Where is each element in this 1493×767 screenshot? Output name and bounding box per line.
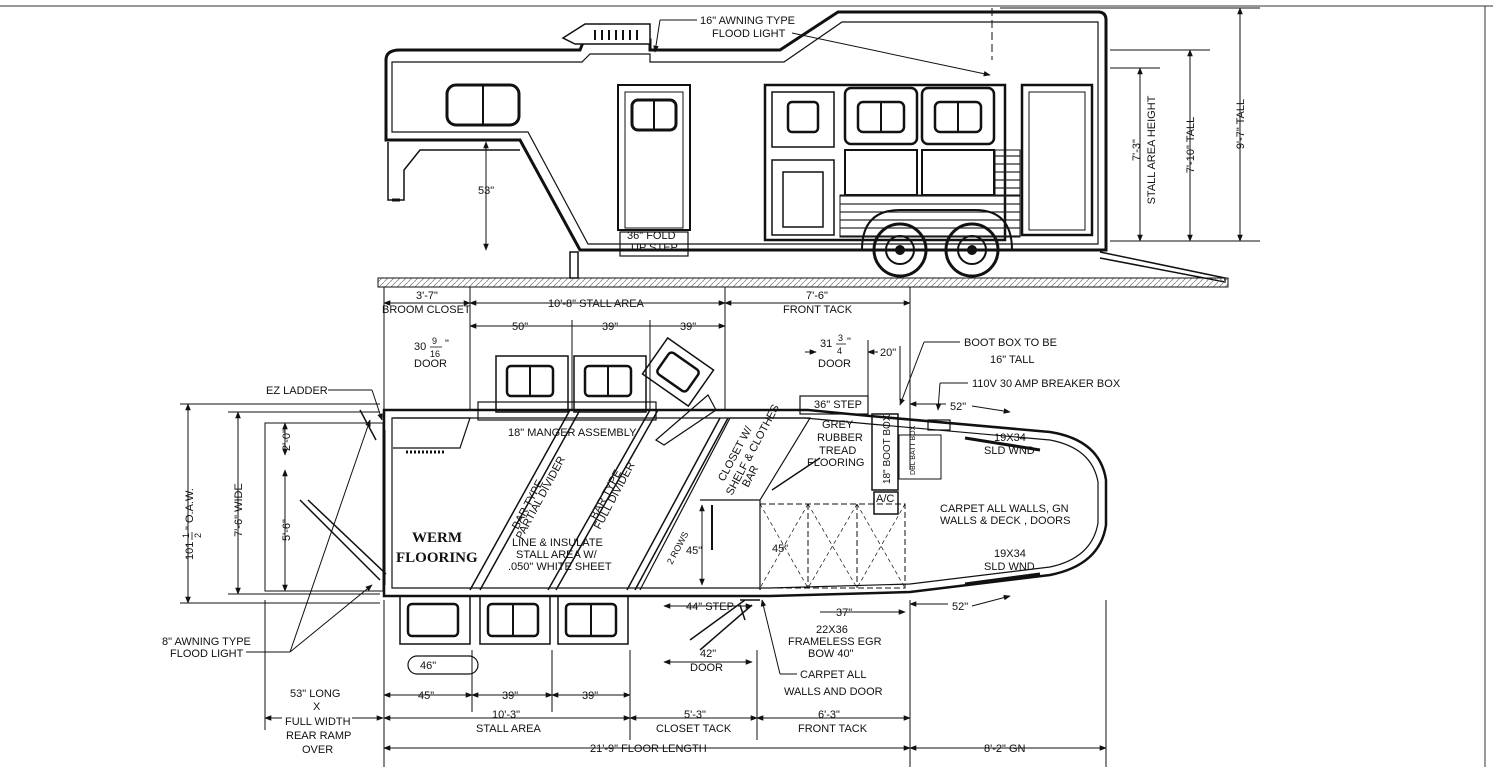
insulate-note-3: .050" WHITE SHEET: [508, 561, 612, 573]
manger-label: 18" MANGER ASSEMBLY: [508, 427, 637, 439]
rear-flood-1: 8" AWNING TYPE: [162, 636, 251, 648]
rubber-floor-3: TREAD: [819, 445, 856, 457]
boot-box-side-label: 18" BOOT BOX: [882, 414, 893, 484]
svg-text:": ": [847, 336, 851, 348]
window-bottom-type: SLD WND: [984, 561, 1035, 573]
bottom-w45: 45": [418, 690, 434, 702]
bottom-stall-size: 10'-3": [492, 709, 520, 721]
svg-text:101: 101: [184, 542, 196, 560]
dim-37: 37": [836, 607, 852, 619]
carpet-walls-2: WALLS AND DOOR: [784, 686, 883, 698]
inside-width-label: 7'-6" WIDE: [233, 483, 245, 537]
stall-height-value: 7'-3": [1131, 139, 1143, 161]
awning-light-label-1: 16" AWNING TYPE: [700, 15, 795, 27]
fold-step-label-1: 36" FOLD: [627, 230, 676, 242]
step-36-label: 36" STEP: [814, 399, 862, 411]
boot-box-note-1: BOOT BOX TO BE: [964, 337, 1057, 349]
carpet-gn-1: CARPET ALL WALLS, GN: [940, 503, 1069, 515]
step-44-label: 44" STEP: [686, 601, 734, 613]
awning-light-label-2: FLOOD LIGHT: [712, 28, 786, 40]
egress-2: FRAMELESS EGR: [788, 636, 882, 648]
window-top-type: SLD WND: [984, 445, 1035, 457]
floor-plan: [264, 336, 1108, 675]
gooseneck-length-label: 8'-2" GN: [984, 743, 1026, 755]
broom-closet-label: BROOM CLOSET: [382, 304, 471, 316]
carpet-gn-2: WALLS & DECK , DOORS: [940, 515, 1070, 527]
ac-label: A/C: [876, 493, 894, 505]
window-bottom-size: 19X34: [994, 548, 1026, 560]
bottom-w39a: 39": [502, 690, 518, 702]
ramp-note-3: FULL WIDTH: [285, 716, 351, 728]
dim-52-bottom: 52": [952, 601, 968, 613]
tack-dim-45: 45": [772, 543, 788, 555]
ground-line: [377, 277, 1229, 288]
egress-1: 22X36: [816, 624, 848, 636]
svg-text:1: 1: [181, 533, 191, 538]
werm-flooring-2: FLOORING: [396, 550, 478, 566]
overall-height-label: 9'-7" TALL: [1235, 99, 1247, 149]
ez-ladder-label: EZ LADDER: [266, 385, 328, 397]
carpet-walls-1: CARPET ALL: [800, 669, 866, 681]
egress-3: BOW 40": [808, 648, 854, 660]
bottom-tack-size: 6'-3": [818, 709, 840, 721]
rubber-floor-1: GREY: [822, 419, 854, 431]
oaw-dim: 101 1 2 " O.A.W.: [181, 488, 203, 560]
stall-width-1: 50": [512, 321, 528, 333]
dim-46: 46": [420, 660, 436, 672]
svg-text:30: 30: [414, 341, 426, 353]
side-elevation: [384, 10, 1226, 283]
breaker-box-label: 110V 30 AMP BREAKER BOX: [972, 378, 1121, 390]
stall-area-top-dim: 10'-8" STALL AREA: [548, 298, 645, 310]
svg-text:31: 31: [820, 338, 832, 350]
svg-text:DOOR: DOOR: [818, 358, 851, 370]
rubber-floor-4: FLOORING: [807, 457, 864, 469]
insulate-note-2: STALL AREA W/: [516, 549, 598, 561]
werm-flooring-1: WERM: [412, 530, 462, 546]
door-42-label: DOOR: [690, 662, 723, 674]
inside-height-label: 7'-10" TALL: [1185, 117, 1197, 173]
hitch-height-dim: 53": [478, 185, 494, 197]
closet-dim-45: 45": [686, 545, 702, 557]
boot-box-note-2: 16" TALL: [990, 354, 1034, 366]
front-tack-size: 7'-6": [806, 290, 828, 302]
stall-width-2: 39": [602, 321, 618, 333]
ramp-note-5: OVER: [302, 744, 333, 756]
dbl-batt-box-label: DBL BATT BOX: [910, 425, 917, 475]
insulate-note-1: LINE & INSULATE: [512, 537, 603, 549]
dim-2-0: 2'-0": [281, 429, 293, 451]
door-42-size: 42": [700, 648, 716, 660]
bottom-closet-label: CLOSET TACK: [656, 723, 732, 735]
window-top-size: 19X34: [994, 432, 1026, 444]
dim-52-top: 52": [950, 401, 966, 413]
svg-text:16: 16: [430, 349, 440, 359]
bottom-tack-label: FRONT TACK: [798, 723, 868, 735]
rear-flood-2: FLOOD LIGHT: [170, 648, 244, 660]
front-tack-label: FRONT TACK: [783, 304, 853, 316]
partial-divider-2: PARTIAL DIVIDER: [514, 454, 568, 541]
bottom-closet-size: 5'-3": [684, 709, 706, 721]
tack-dim-20: 20": [880, 347, 896, 359]
svg-text:" O.A.W.: " O.A.W.: [184, 488, 196, 530]
broom-closet-size: 3'-7": [416, 290, 438, 302]
svg-text:2: 2: [193, 533, 203, 538]
ramp-note-4: REAR RAMP: [286, 730, 351, 742]
svg-text:DOOR: DOOR: [414, 358, 447, 370]
rear-door-dim: 30 9 16 " DOOR: [414, 336, 449, 370]
ramp-note-1: 53" LONG: [290, 688, 340, 700]
dim-5-6: 5'-6": [281, 519, 293, 541]
floor-length-label: 21'-9" FLOOR LENGTH: [590, 743, 707, 755]
bottom-w39b: 39": [582, 690, 598, 702]
ramp-note-2: X: [313, 701, 321, 713]
rubber-floor-2: RUBBER: [817, 432, 863, 444]
stall-height-label: STALL AREA HEIGHT: [1146, 95, 1158, 204]
tack-door-dim: 31 3 4 " DOOR: [818, 333, 851, 370]
svg-text:9: 9: [432, 336, 437, 346]
stall-width-3: 39": [680, 321, 696, 333]
svg-text:3: 3: [838, 333, 843, 343]
svg-text:": ": [445, 338, 449, 350]
svg-text:4: 4: [837, 346, 842, 356]
bottom-stall-label: STALL AREA: [476, 723, 541, 735]
fold-step-label-2: UP STEP: [631, 242, 678, 254]
